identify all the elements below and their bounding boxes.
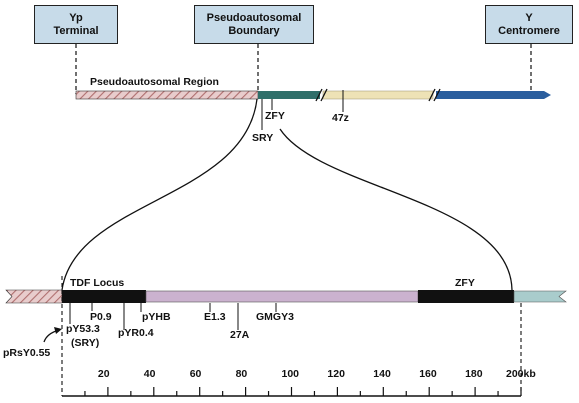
pseudoautosomal-segment <box>75 90 259 100</box>
cream-segment <box>322 90 434 100</box>
scale-bar <box>62 387 522 397</box>
yp-terminal-box: Yp Terminal <box>34 5 118 44</box>
p09-label: P0.9 <box>90 311 112 323</box>
y-centromere-line1: Y <box>525 12 533 24</box>
scale-tick-label: 160 <box>419 368 437 380</box>
scale-tick-label: 20 <box>97 368 110 380</box>
teal-segment <box>258 91 320 99</box>
pab-box: Pseudoautosomal Boundary <box>194 5 314 44</box>
pyhb-label: pYHB <box>142 311 171 323</box>
lower-hatch-start <box>5 289 63 304</box>
blue-end <box>544 91 551 99</box>
scale-tick-label: 80 <box>235 368 248 380</box>
pseudoautosomal-region-label: Pseudoautosomal Region <box>90 76 219 88</box>
sry-paren-label: (SRY) <box>71 337 100 349</box>
pab-line2: Boundary <box>228 25 280 37</box>
m47z-label: 47z <box>332 112 349 124</box>
scale-tick-label: 60 <box>189 368 202 380</box>
e13-label: E1.3 <box>204 311 226 323</box>
a27-label: 27A <box>230 329 250 341</box>
scale-tick-label: 40 <box>143 368 156 380</box>
gmgy3-label: GMGY3 <box>256 311 294 323</box>
scale-tick-label: 180 <box>465 368 483 380</box>
lower-teal-end <box>513 290 567 303</box>
break-mark-1 <box>315 88 328 102</box>
scale-tick-label: 100 <box>281 368 300 380</box>
pab-line1: Pseudoautosomal <box>206 12 302 24</box>
zfy-upper-label: ZFY <box>265 110 285 122</box>
yp-terminal-line2: Terminal <box>53 25 99 37</box>
prsy-arrowhead <box>54 327 62 334</box>
prsy-label: pRsY0.55 <box>3 347 51 359</box>
sry-upper-label: SRY <box>252 132 274 144</box>
break-mark-2 <box>428 88 441 102</box>
zoom-curve-right <box>279 128 513 291</box>
scale-tick-label: 140 <box>373 368 391 380</box>
scale-tick-label: 120 <box>327 368 345 380</box>
y-centromere-line2: Centromere <box>498 25 560 37</box>
zfy-black-segment <box>418 290 514 303</box>
py533-label: pY53.3 <box>66 323 100 335</box>
zfy-lower-label: ZFY <box>455 277 475 289</box>
lavender-segment <box>145 290 419 303</box>
tdf-locus-label: TDF Locus <box>70 277 125 289</box>
tdf-black-segment <box>62 290 146 303</box>
y-centromere-box: Y Centromere <box>485 5 573 44</box>
zoom-curve-left <box>61 98 258 291</box>
upper-chromosome <box>75 88 551 130</box>
yp-terminal-line1: Yp <box>69 12 83 24</box>
lower-map <box>5 276 567 396</box>
pyr04-label: pYR0.4 <box>118 327 154 339</box>
blue-segment <box>436 91 544 99</box>
scale-tick-label: 200kb <box>506 368 536 380</box>
